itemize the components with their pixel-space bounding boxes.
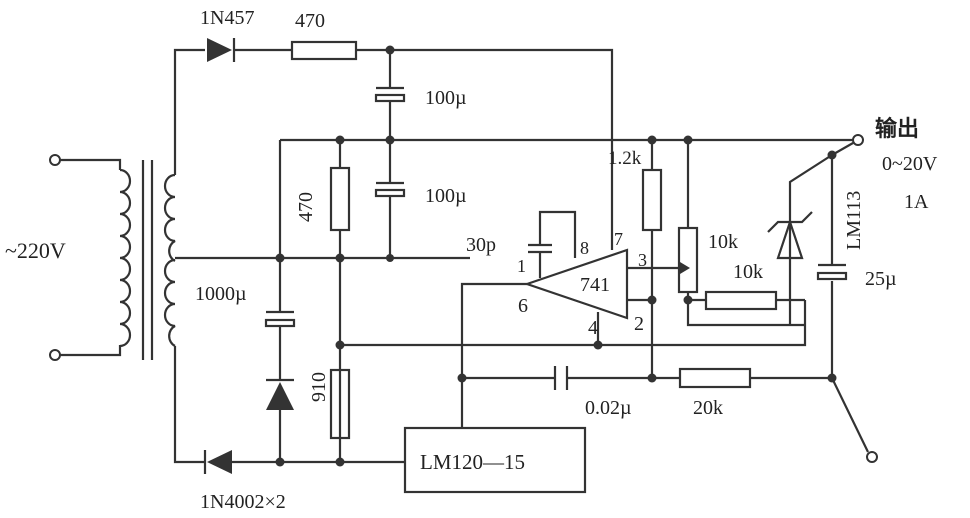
label-pin8: 8 — [580, 238, 589, 258]
label-pin7: 7 — [614, 229, 623, 249]
label-c100u-1: 100µ — [425, 87, 467, 109]
diode-1n4002-bottom — [203, 450, 405, 474]
resistor-20k — [678, 367, 752, 389]
capacitor-100u-2 — [374, 140, 406, 258]
label-lm113: LM113 — [843, 191, 865, 250]
label-r10k: 10k — [733, 261, 763, 283]
label-1n457: 1N457 — [200, 7, 254, 29]
output-terminal-top[interactable] — [852, 134, 864, 146]
label-c25u: 25µ — [865, 268, 897, 290]
label-input-voltage: ~220V — [5, 238, 66, 263]
resistor-910 — [329, 368, 351, 440]
zener-lm113 — [767, 154, 833, 325]
label-c100u-2: 100µ — [425, 185, 467, 207]
ground-rail — [340, 300, 807, 347]
label-c0.02u: 0.02µ — [585, 397, 632, 419]
diode-1n4002-vertical — [266, 365, 294, 462]
label-pin2: 2 — [634, 313, 644, 335]
resistor-10k — [704, 290, 778, 311]
label-output-current: 1A — [904, 191, 929, 213]
label-r470-vertical: 470 — [295, 192, 317, 222]
label-1n4002: 1N4002×2 — [200, 491, 286, 513]
capacitor-100u-1 — [374, 50, 406, 140]
resistor-470-top — [290, 40, 358, 61]
capacitor-30p — [528, 210, 577, 278]
label-pin6: 6 — [518, 295, 528, 317]
label-output: 输出 — [875, 116, 919, 141]
label-pin1: 1 — [517, 256, 526, 276]
resistor-470-vertical — [329, 166, 351, 232]
regulator-lm120 — [403, 426, 587, 494]
label-r20k: 20k — [693, 397, 723, 419]
wire-top — [356, 48, 614, 250]
diode-1n457 — [207, 38, 292, 62]
label-output-range: 0~20V — [882, 153, 938, 175]
label-lm120: LM120—15 — [420, 450, 525, 474]
label-r910: 910 — [308, 372, 330, 402]
label-pot-10k: 10k — [708, 231, 738, 253]
label-pin3: 3 — [638, 250, 647, 270]
label-1.2k: 1.2k — [608, 148, 642, 169]
potentiometer-10k[interactable] — [677, 226, 699, 294]
transformer — [119, 48, 205, 464]
resistor-1.2k — [641, 168, 663, 232]
capacitor-0.02u — [553, 366, 569, 390]
label-r470-top: 470 — [295, 10, 325, 32]
label-741: 741 — [580, 274, 610, 296]
capacitor-25u — [816, 271, 848, 281]
label-pin4: 4 — [588, 317, 598, 339]
opamp-741 — [523, 248, 690, 345]
input-terminals — [49, 154, 122, 361]
output-terminal-bottom[interactable] — [866, 451, 878, 463]
label-c1000u: 1000µ — [195, 283, 247, 305]
capacitor-1000u — [264, 318, 296, 328]
label-30p: 30p — [466, 234, 496, 256]
